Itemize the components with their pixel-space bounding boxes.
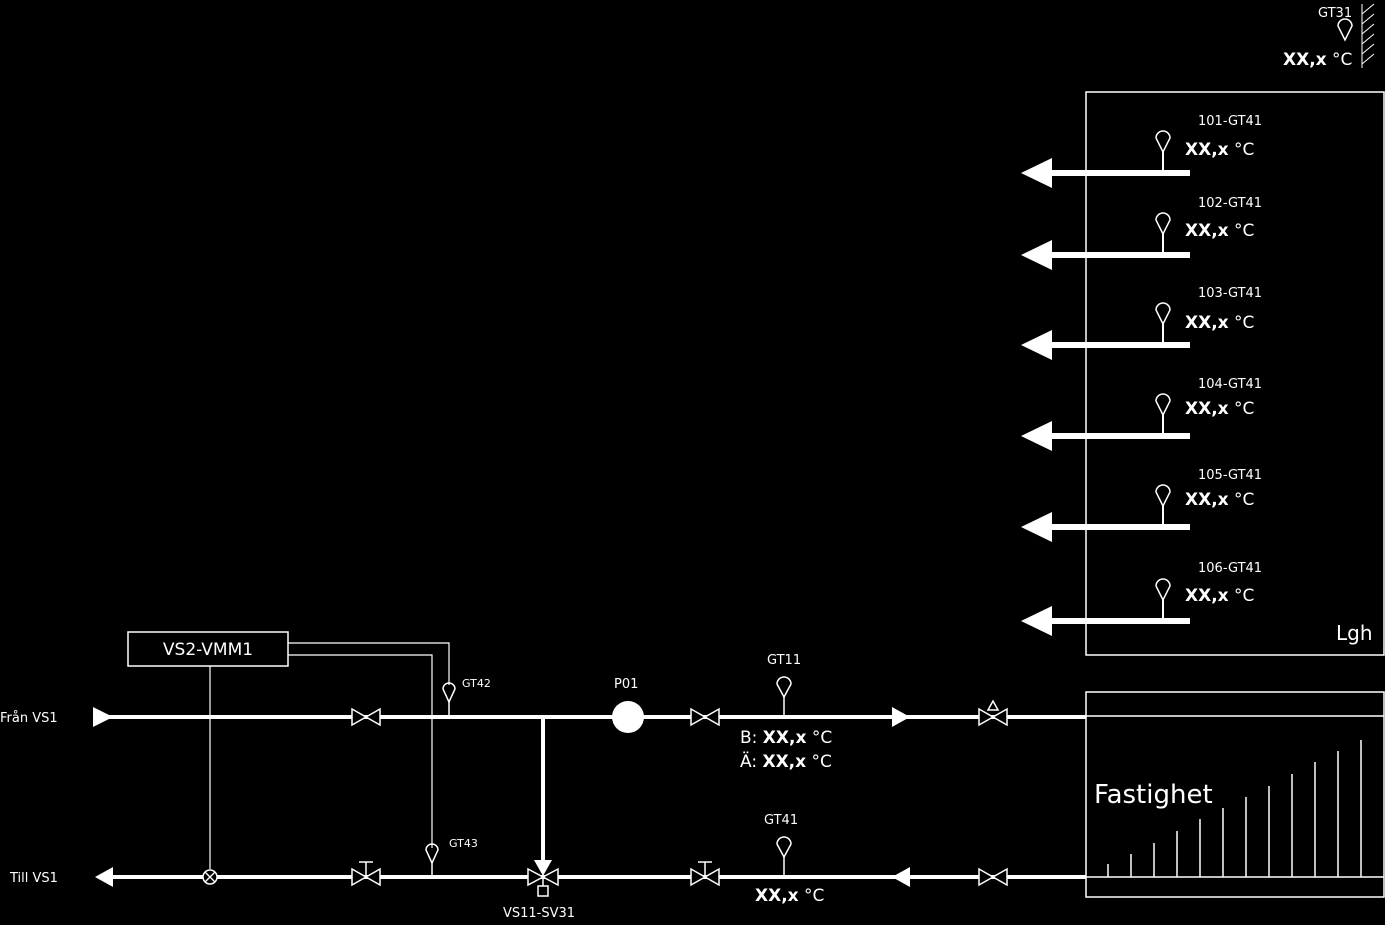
gt42-tag: GT42 — [462, 677, 491, 690]
supply-shutoff-valve[interactable] — [351, 707, 381, 727]
sensor-tag: 101-GT41 — [1198, 114, 1262, 129]
temperature-sensor-icon — [1155, 484, 1171, 507]
apartment-sensor-105[interactable]: 105-GT41 XX,x °C — [1021, 468, 1262, 542]
valve-tag: VS11-SV31 — [503, 906, 575, 921]
gt31-readout: XX,x °C — [1283, 50, 1352, 70]
flow-arrow-icon — [892, 707, 910, 727]
apartment-sensor-101[interactable]: 101-GT41 XX,x °C — [1021, 114, 1262, 188]
apartment-sensor-104[interactable]: 104-GT41 XX,x °C — [1021, 377, 1262, 451]
flow-arrow-icon — [1021, 606, 1052, 636]
return-sensor-gt41[interactable]: GT41 XX,x °C — [755, 813, 824, 906]
meter-label: VS2-VMM1 — [163, 640, 253, 660]
wall-hatch-icon — [1361, 3, 1375, 68]
sensor-tag: 105-GT41 — [1198, 468, 1262, 483]
three-way-valve-vs11-sv31[interactable]: VS11-SV31 — [503, 867, 575, 921]
return-sensor-gt43[interactable]: GT43 — [425, 837, 478, 877]
apartment-sensor-106[interactable]: 106-GT41 XX,x °C — [1021, 561, 1262, 636]
flow-arrow-icon — [1021, 330, 1052, 360]
supply-sensor-gt42[interactable]: GT42 — [442, 677, 491, 717]
supply-balancing-valve[interactable] — [978, 699, 1008, 727]
building-label: Fastighet — [1094, 780, 1213, 810]
gt43-tag: GT43 — [449, 837, 478, 850]
return-regulating-valve-2[interactable] — [690, 861, 720, 887]
apartment-box — [1085, 91, 1385, 656]
temperature-sensor-icon — [1155, 130, 1171, 153]
sensor-readout: XX,x °C — [1185, 313, 1254, 333]
temperature-sensor-icon — [1155, 212, 1171, 235]
sensor-tag: 104-GT41 — [1198, 377, 1262, 392]
building-box — [1085, 691, 1385, 898]
radiator-bars-icon — [1107, 740, 1362, 877]
temperature-sensor-icon — [442, 682, 456, 704]
return-regulating-valve[interactable] — [351, 861, 381, 887]
circulation-pump-p01[interactable]: P01 — [612, 677, 644, 733]
sensor-readout: XX,x °C — [1185, 586, 1254, 606]
meter-signal-wires — [209, 642, 450, 869]
gt11-tag: GT11 — [767, 653, 801, 668]
gt11-setpoint: B: XX,x °C — [740, 728, 832, 748]
gt31-tag: GT31 — [1318, 6, 1352, 21]
flow-meter-icon[interactable] — [202, 869, 218, 885]
sensor-tag: 102-GT41 — [1198, 196, 1262, 211]
return-label: Till VS1 — [9, 871, 58, 886]
flow-arrow-icon — [95, 867, 113, 887]
supply-label: Från VS1 — [0, 711, 58, 726]
temperature-sensor-icon — [776, 676, 792, 699]
flow-arrow-icon — [892, 867, 910, 887]
apartment-sensor-102[interactable]: 102-GT41 XX,x °C — [1021, 196, 1262, 270]
sensor-tag: 103-GT41 — [1198, 286, 1262, 301]
flow-arrow-icon — [1021, 421, 1052, 451]
temperature-sensor-icon — [1155, 393, 1171, 416]
temperature-sensor-icon — [776, 836, 792, 859]
apartment-sensor-103[interactable]: 103-GT41 XX,x °C — [1021, 286, 1262, 360]
flow-arrow-icon — [534, 860, 552, 876]
gt41-tag: GT41 — [764, 813, 798, 828]
sensor-readout: XX,x °C — [1185, 399, 1254, 419]
energy-meter-vs2-vmm1[interactable]: VS2-VMM1 — [127, 631, 289, 667]
temperature-sensor-icon — [425, 843, 439, 865]
supply-sensor-gt11[interactable]: GT11 B: XX,x °C Ä: XX,x °C — [740, 653, 832, 772]
gt11-actual: Ä: XX,x °C — [740, 751, 832, 772]
sensor-tag: 106-GT41 — [1198, 561, 1262, 576]
actuator-icon — [537, 885, 549, 897]
flow-arrow-icon — [1021, 240, 1052, 270]
sensor-readout: XX,x °C — [1185, 490, 1254, 510]
flow-arrow-icon — [1021, 158, 1052, 188]
sensor-readout: XX,x °C — [1185, 221, 1254, 241]
pump-tag: P01 — [614, 677, 638, 692]
temperature-sensor-icon — [1155, 578, 1171, 601]
flow-arrow-icon — [93, 707, 113, 727]
outdoor-sensor-gt31[interactable]: GT31 XX,x °C — [1283, 3, 1375, 70]
supply-shutoff-valve-2[interactable] — [690, 707, 720, 727]
temperature-sensor-icon — [1155, 302, 1171, 325]
gt41-readout: XX,x °C — [755, 886, 824, 906]
flow-arrow-icon — [1021, 512, 1052, 542]
return-shutoff-valve[interactable] — [978, 867, 1008, 887]
apartment-label: Lgh — [1336, 621, 1373, 645]
sensor-readout: XX,x °C — [1185, 140, 1254, 160]
gt31-sensor-icon — [1337, 18, 1353, 42]
